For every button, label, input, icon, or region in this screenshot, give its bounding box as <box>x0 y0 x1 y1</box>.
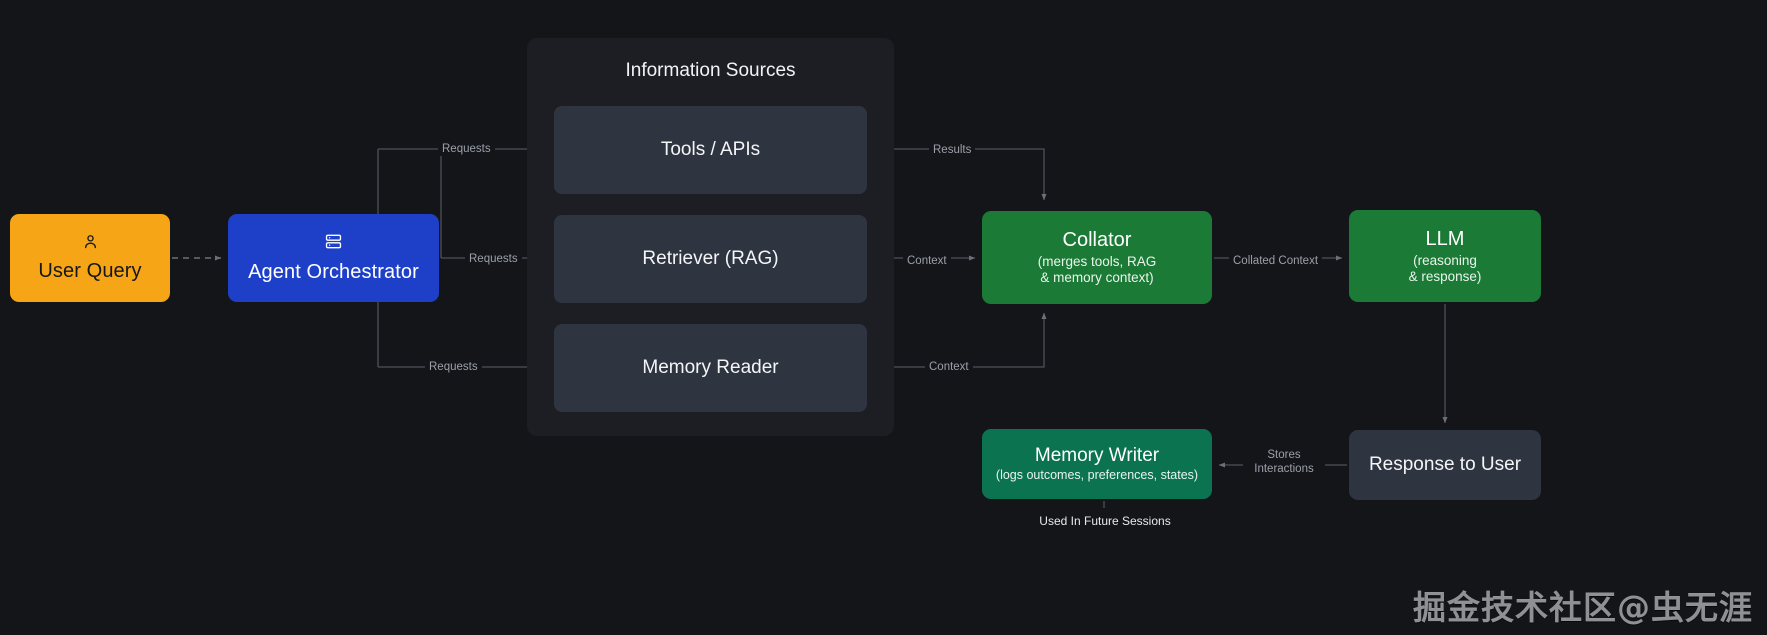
node-collator[interactable]: Collator (merges tools, RAG & memory con… <box>982 211 1212 304</box>
edge-label-context-memory: Context <box>925 360 973 374</box>
node-memory-writer-subtitle: (logs outcomes, preferences, states) <box>995 468 1199 482</box>
server-icon <box>324 232 343 256</box>
edge-label-collated-context: Collated Context <box>1229 254 1323 268</box>
node-memory-reader[interactable]: Memory Reader <box>554 324 867 412</box>
edge-label-requests-memory: Requests <box>425 360 482 374</box>
node-response-to-user-label: Response to User <box>1368 454 1522 475</box>
node-memory-writer-title: Memory Writer <box>1034 445 1160 466</box>
edge-label-requests-retriever: Requests <box>465 252 522 266</box>
node-llm-title: LLM <box>1425 227 1465 250</box>
edge-label-requests-tools: Requests <box>438 142 495 156</box>
group-information-sources: Information Sources Tools / APIs Retriev… <box>527 38 894 436</box>
node-user-query-label: User Query <box>38 260 142 282</box>
caption-used-in-future-sessions: Used In Future Sessions <box>1039 514 1171 528</box>
node-agent-orchestrator[interactable]: Agent Orchestrator <box>228 214 439 302</box>
node-retriever-rag-label: Retriever (RAG) <box>642 248 779 269</box>
node-agent-orchestrator-label: Agent Orchestrator <box>248 261 419 283</box>
person-icon <box>82 233 99 255</box>
node-tools-apis-label: Tools / APIs <box>660 139 761 160</box>
node-tools-apis[interactable]: Tools / APIs <box>554 106 867 194</box>
edge-label-results: Results <box>929 143 976 157</box>
node-collator-subtitle-line1: (merges tools, RAG <box>1037 254 1157 269</box>
edge-label-stores-interactions-line2: Interactions <box>1243 462 1325 476</box>
node-memory-writer[interactable]: Memory Writer (logs outcomes, preference… <box>982 429 1212 499</box>
node-collator-subtitle-line2: & memory context) <box>1040 270 1154 285</box>
group-information-sources-title: Information Sources <box>625 60 796 81</box>
node-collator-title: Collator <box>1062 229 1132 251</box>
node-response-to-user[interactable]: Response to User <box>1349 430 1541 500</box>
node-llm-subtitle-line1: (reasoning <box>1413 252 1477 268</box>
edge-label-stores-interactions-line1: Stores <box>1249 448 1319 462</box>
node-llm-subtitle-line2: & response) <box>1408 268 1482 284</box>
node-llm[interactable]: LLM (reasoning & response) <box>1349 210 1541 302</box>
node-memory-reader-label: Memory Reader <box>642 357 779 378</box>
edge-memory-reader-to-collator <box>868 312 1047 368</box>
node-retriever-rag[interactable]: Retriever (RAG) <box>554 215 867 303</box>
node-user-query[interactable]: User Query <box>10 214 170 302</box>
watermark: 掘金技术社区@虫无涯 <box>1413 588 1753 627</box>
edge-label-context-retriever: Context <box>903 254 951 268</box>
